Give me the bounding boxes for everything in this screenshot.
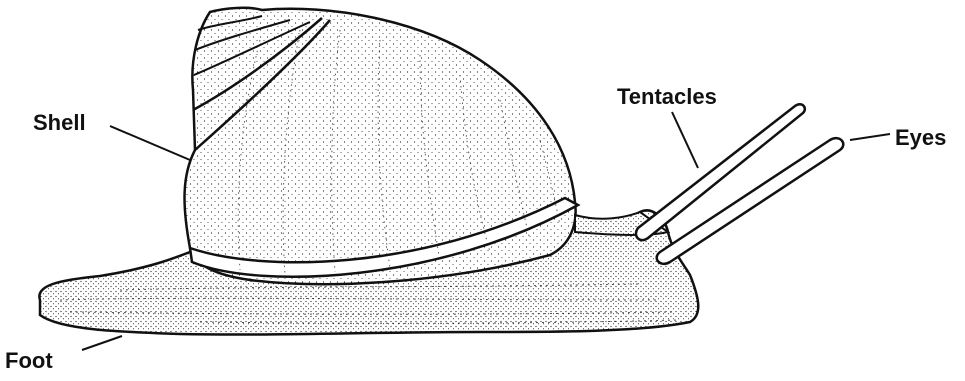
label-shell: Shell: [33, 110, 86, 135]
shell-outline: [185, 8, 576, 284]
label-tentacles: Tentacles: [617, 84, 717, 109]
snail-shell: [185, 8, 578, 284]
label-foot: Foot: [5, 348, 53, 373]
shell-leader: [110, 126, 190, 160]
foot-leader: [82, 336, 122, 350]
label-eyes: Eyes: [895, 125, 946, 150]
tentacles-leader: [672, 112, 698, 168]
eyes-leader: [850, 134, 890, 140]
